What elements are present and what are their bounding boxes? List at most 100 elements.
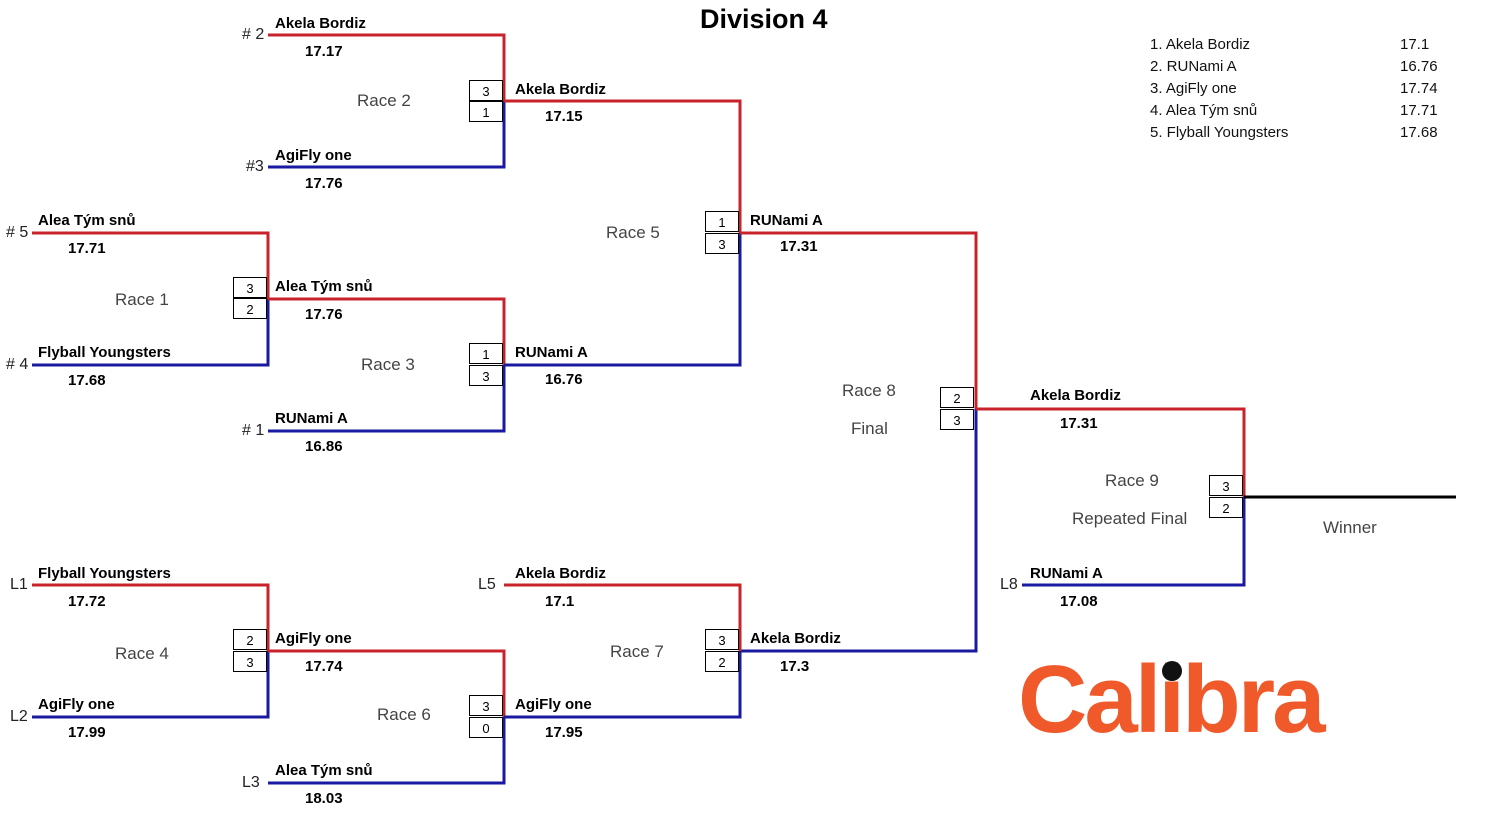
team-name: Akela Bordiz bbox=[515, 565, 606, 582]
bracket-line-loser bbox=[504, 651, 742, 719]
team-name: Akela Bordiz bbox=[515, 81, 606, 98]
ranking-time: 17.71 bbox=[1400, 102, 1438, 119]
team-time: 17.95 bbox=[545, 724, 583, 741]
team-name: Akela Bordiz bbox=[750, 630, 841, 647]
bracket-line-loser bbox=[1022, 497, 1246, 587]
team-time: 17.15 bbox=[545, 108, 583, 125]
race-label: Race 1 bbox=[115, 290, 169, 309]
score-box: 2 bbox=[705, 651, 739, 672]
ranking-name: 1. Akela Bordiz bbox=[1150, 36, 1251, 53]
score-box: 3 bbox=[705, 629, 739, 650]
team-time: 17.76 bbox=[305, 175, 343, 192]
team-time: 17.71 bbox=[68, 240, 106, 257]
ranking-time: 17.68 bbox=[1400, 124, 1438, 141]
seed-label: L8 bbox=[1000, 576, 1018, 593]
score-box: 3 bbox=[233, 277, 267, 298]
ranking-name: 5. Flyball Youngsters bbox=[1150, 124, 1289, 141]
bracket-line-winner bbox=[32, 231, 270, 299]
team-time: 17.72 bbox=[68, 593, 106, 610]
seed-label: # 1 bbox=[242, 422, 265, 439]
seed-label: # 2 bbox=[242, 26, 265, 43]
score-box: 1 bbox=[469, 343, 503, 364]
race-label: Race 8 bbox=[842, 381, 896, 400]
bracket-line-winner bbox=[32, 583, 270, 651]
team-time: 16.86 bbox=[305, 438, 343, 455]
team-time: 17.68 bbox=[68, 372, 106, 389]
score-box: 3 bbox=[705, 233, 739, 254]
bracket-line-winner bbox=[268, 649, 506, 717]
bracket-line-winner bbox=[740, 231, 978, 409]
team-time: 16.76 bbox=[545, 371, 583, 388]
bracket-line-loser bbox=[32, 651, 270, 719]
race-label: Race 2 bbox=[357, 91, 411, 110]
team-name: Akela Bordiz bbox=[275, 15, 366, 32]
team-name: Flyball Youngsters bbox=[38, 565, 171, 582]
seed-label: # 5 bbox=[6, 224, 29, 241]
team-name: Flyball Youngsters bbox=[38, 344, 171, 361]
score-box: 2 bbox=[233, 298, 267, 319]
team-time: 17.76 bbox=[305, 306, 343, 323]
seed-label: L1 bbox=[10, 576, 28, 593]
race-sublabel: Final bbox=[851, 419, 888, 438]
bracket-line-winner bbox=[504, 583, 742, 651]
team-time: 17.74 bbox=[305, 658, 343, 675]
score-box: 2 bbox=[940, 387, 974, 408]
team-name: AgiFly one bbox=[275, 147, 352, 164]
ranking-name: 3. AgiFly one bbox=[1150, 80, 1237, 97]
team-name: Akela Bordiz bbox=[1030, 387, 1121, 404]
team-name: RUNami A bbox=[750, 212, 823, 229]
race-label: Race 9 bbox=[1105, 471, 1159, 490]
bracket-line-winner bbox=[976, 407, 1246, 497]
score-box: 2 bbox=[1209, 497, 1243, 518]
ranking-time: 17.1 bbox=[1400, 36, 1430, 53]
bracket-line-winner bbox=[504, 99, 742, 233]
race-label: Race 7 bbox=[610, 642, 664, 661]
bracket-line-loser bbox=[504, 233, 742, 367]
team-name: Alea Tým snů bbox=[38, 212, 136, 229]
team-name: RUNami A bbox=[1030, 565, 1103, 582]
seed-label: L3 bbox=[242, 774, 260, 791]
score-box: 3 bbox=[469, 80, 503, 101]
page-title: Division 4 bbox=[700, 4, 828, 34]
bracket-line-winner bbox=[268, 297, 506, 365]
team-name: AgiFly one bbox=[38, 696, 115, 713]
team-time: 17.99 bbox=[68, 724, 106, 741]
race-label: Race 5 bbox=[606, 223, 660, 242]
team-time: 17.17 bbox=[305, 43, 343, 60]
seed-label: # 4 bbox=[6, 356, 29, 373]
logo-dot-icon bbox=[1162, 661, 1182, 681]
winner-label: Winner bbox=[1323, 518, 1377, 537]
score-box: 3 bbox=[1209, 475, 1243, 496]
team-name: AgiFly one bbox=[515, 696, 592, 713]
race-label: Race 4 bbox=[115, 644, 169, 663]
race-sublabel: Repeated Final bbox=[1072, 509, 1188, 528]
team-time: 17.08 bbox=[1060, 593, 1098, 610]
team-time: 18.03 bbox=[305, 790, 343, 807]
score-box: 3 bbox=[233, 651, 267, 672]
ranking-name: 4. Alea Tým snů bbox=[1150, 102, 1258, 119]
bracket-line-loser bbox=[32, 299, 270, 367]
team-name: AgiFly one bbox=[275, 630, 352, 647]
team-name: Alea Tým snů bbox=[275, 278, 373, 295]
race-label: Race 3 bbox=[361, 355, 415, 374]
team-time: 17.31 bbox=[1060, 415, 1098, 432]
bracket-line-loser bbox=[268, 365, 506, 433]
score-box: 3 bbox=[469, 365, 503, 386]
seed-label: L5 bbox=[478, 576, 496, 593]
race-label: Race 6 bbox=[377, 705, 431, 724]
team-name: Alea Tým snů bbox=[275, 762, 373, 779]
score-box: 1 bbox=[469, 101, 503, 122]
team-time: 17.1 bbox=[545, 593, 575, 610]
bracket-line-loser bbox=[268, 101, 506, 169]
team-name: RUNami A bbox=[515, 344, 588, 361]
score-box: 0 bbox=[469, 717, 503, 738]
ranking-time: 17.74 bbox=[1400, 80, 1438, 97]
bracket-line-loser bbox=[268, 717, 506, 785]
score-box: 1 bbox=[705, 211, 739, 232]
team-name: RUNami A bbox=[275, 410, 348, 427]
seed-label: #3 bbox=[246, 158, 264, 175]
team-time: 17.31 bbox=[780, 238, 818, 255]
score-box: 2 bbox=[233, 629, 267, 650]
ranking-time: 16.76 bbox=[1400, 58, 1438, 75]
